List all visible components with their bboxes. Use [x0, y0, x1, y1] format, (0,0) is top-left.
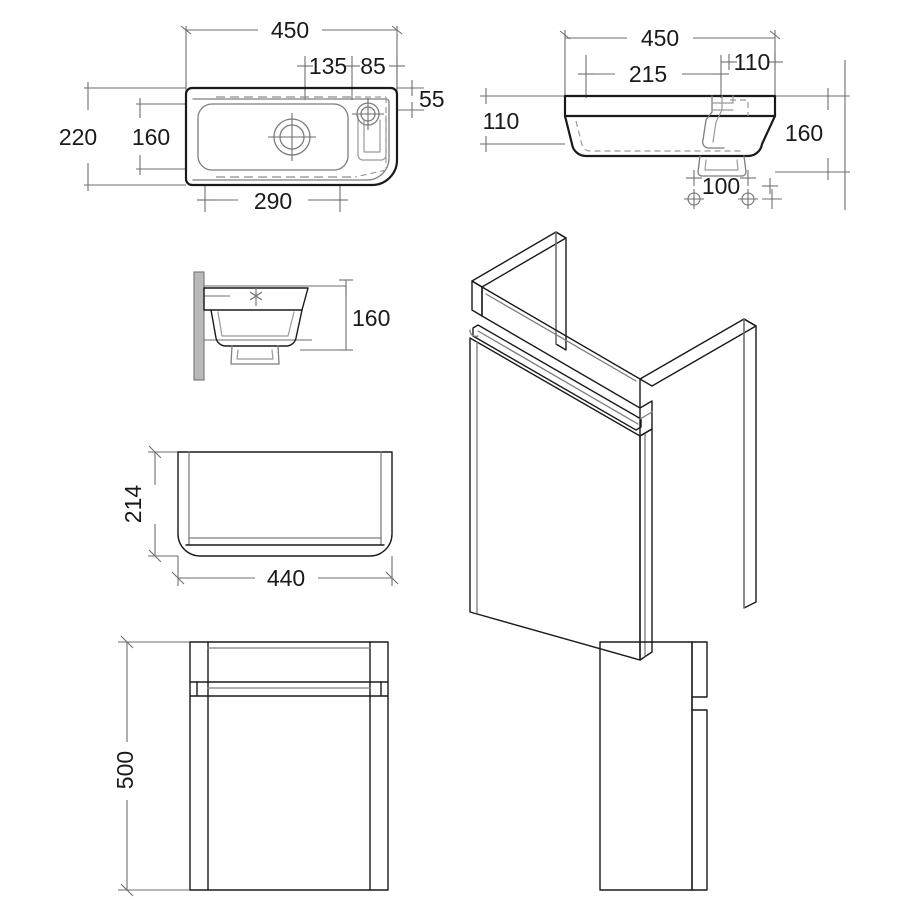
- basin-plan-outline: [184, 86, 399, 187]
- dim-plan-135: 135: [309, 53, 347, 79]
- basin-plan-tap-recess-inner: [363, 119, 381, 153]
- dim-cabinet-500: 500: [112, 751, 138, 789]
- dim-section-160: 160: [785, 120, 823, 146]
- basin-section-waste: [697, 155, 747, 177]
- iso-corner-block: [639, 400, 653, 437]
- view-basin-side: 160: [193, 271, 390, 381]
- basin-plan-bowl: [197, 103, 349, 171]
- cabinet-front-dimension-lines: [148, 445, 399, 586]
- view-cabinet-isometric: [469, 231, 757, 661]
- dim-cabinet-440: 440: [267, 565, 305, 591]
- basin-plan-rim-inner: [192, 98, 390, 181]
- dim-plan-55: 55: [419, 86, 445, 112]
- basin-plan-bowl-hidden: [216, 96, 352, 178]
- view-basin-plan: 450 135 85 55 220 160 290: [59, 17, 445, 214]
- basin-plan-tap-hole: [352, 98, 384, 130]
- dim-plan-220: 220: [59, 124, 97, 150]
- basin-section-tap-detail: [711, 95, 734, 111]
- basin-section-bowl: [563, 114, 777, 158]
- basin-side-bowl: [210, 309, 303, 347]
- iso-corner-block-line: [639, 411, 653, 420]
- iso-handle-rail-line: [477, 330, 639, 425]
- dim-side-160: 160: [352, 305, 390, 331]
- dim-plan-160: 160: [132, 124, 170, 150]
- basin-plan-tap-deck-hidden: [354, 96, 387, 178]
- dim-section-110-top: 110: [734, 49, 771, 75]
- basin-plan-waste-hole: [268, 113, 316, 161]
- dim-section-100: 100: [702, 173, 740, 199]
- basin-section-overflow-hidden: [730, 99, 749, 116]
- wall-symbol: [193, 271, 205, 381]
- dim-plan-450: 450: [271, 17, 309, 43]
- basin-side-dimension-lines: [204, 279, 353, 351]
- dim-section-450: 450: [641, 25, 679, 51]
- view-basin-section: 450 215 110 110 160 100: [480, 25, 850, 210]
- cabinet-side-fascia-tab: [691, 641, 708, 698]
- cabinet-plan-dimension-lines: [118, 635, 190, 897]
- iso-handle-notch: [469, 329, 479, 337]
- basin-side-waste-inner: [236, 349, 274, 360]
- view-cabinet-plan: 500: [112, 635, 389, 897]
- iso-fascia-top-line: [485, 293, 637, 382]
- dim-plan-290: 290: [254, 188, 292, 214]
- dim-section-215: 215: [629, 61, 667, 87]
- view-cabinet-front: 214 440: [120, 445, 399, 591]
- dim-section-110-left: 110: [483, 108, 520, 134]
- dim-plan-85: 85: [360, 53, 386, 79]
- basin-side-fixing-mark: [249, 288, 263, 306]
- cabinet-plan-outline: [189, 641, 389, 891]
- basin-section-dimension-lines: [480, 30, 850, 210]
- basin-side-bowl-hidden: [217, 311, 295, 337]
- cabinet-side-door-panel: [691, 709, 708, 891]
- basin-section-tap-riser: [702, 95, 725, 149]
- basin-section-waste-inner: [704, 159, 739, 171]
- basin-side-waste: [230, 345, 280, 365]
- dim-cabinet-214: 214: [120, 485, 146, 524]
- cabinet-front-outline: [177, 451, 393, 557]
- basin-section-fixing-marks: [684, 189, 782, 209]
- view-cabinet-side: [599, 641, 708, 891]
- basin-plan-dimension-lines: [84, 25, 424, 212]
- basin-section-bowl-hidden: [575, 120, 744, 152]
- basin-plan-tap-recess: [357, 115, 387, 161]
